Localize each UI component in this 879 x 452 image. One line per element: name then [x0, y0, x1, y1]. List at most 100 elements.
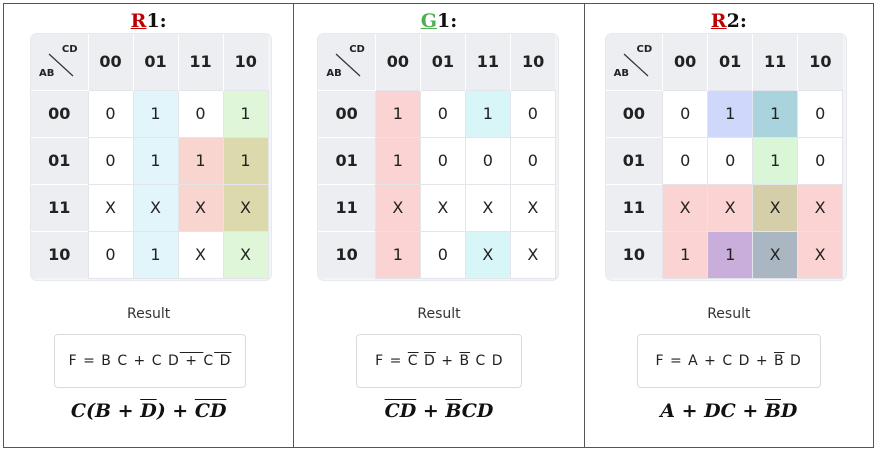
- column-header: 00: [87, 34, 133, 90]
- kmap-cell: 0: [177, 89, 224, 138]
- row-variables-label: AB: [613, 67, 630, 79]
- column-header: 00: [662, 34, 708, 90]
- result-formula-box: F = B C + C D + C D: [54, 334, 246, 388]
- kmap-cell: 1: [222, 89, 269, 138]
- diagonal-divider: [335, 53, 361, 77]
- kmap-cell: 1: [707, 230, 754, 279]
- kmap-cell: X: [374, 183, 421, 232]
- kmap-corner: CD AB: [605, 34, 663, 90]
- title-letter: G: [420, 10, 437, 32]
- formula-segment: D: [424, 353, 436, 369]
- kmap-cell: 1: [464, 89, 511, 138]
- kmap-cell: 1: [752, 136, 799, 185]
- kmap-cell: X: [464, 230, 511, 279]
- column-header: 10: [797, 34, 843, 90]
- column-header: 10: [509, 34, 556, 90]
- kmap-cell: 0: [87, 136, 134, 185]
- row-header: 11: [605, 183, 663, 231]
- formula-segment: D: [214, 353, 232, 369]
- formula-segment: C: [203, 353, 215, 369]
- kmap-cell: 0: [707, 136, 754, 185]
- kmap-cell: 1: [662, 230, 709, 279]
- row-header: 10: [31, 230, 88, 278]
- expression-segment: B: [764, 400, 781, 422]
- formula-segment: +: [435, 353, 460, 369]
- column-header: 11: [752, 34, 798, 90]
- row-header: 01: [31, 136, 88, 184]
- formula-segment: B: [774, 353, 785, 369]
- expression-segment: A + DC +: [660, 400, 765, 422]
- column-variables-label: CD: [349, 44, 365, 55]
- row-header: 11: [318, 183, 376, 231]
- formula-segment: D: [784, 353, 802, 369]
- column-variables-label: CD: [636, 44, 653, 55]
- expression-segment: CD: [384, 400, 417, 422]
- kmap-cell: 1: [222, 136, 269, 185]
- kmap-cell: X: [662, 183, 709, 232]
- kmap-cell: 1: [374, 136, 421, 185]
- row-header: 11: [31, 183, 88, 231]
- formula-segment: D: [167, 353, 180, 369]
- formula-segment: F =: [375, 353, 408, 369]
- kmap-cell: 0: [87, 89, 134, 138]
- simplified-expression: CD + BCD: [294, 400, 583, 422]
- kmap-cell: X: [509, 230, 556, 279]
- kmap-cell: X: [797, 230, 844, 279]
- expression-segment: D: [140, 400, 157, 422]
- simplified-expression: C(B + D) + CD: [4, 400, 293, 422]
- kmap-cell: 1: [132, 89, 179, 138]
- kmap-cell: 0: [419, 136, 466, 185]
- kmap-cell: 0: [87, 230, 134, 279]
- kmap-cell: 0: [662, 136, 709, 185]
- title-letter: R: [130, 10, 147, 32]
- simplified-expression: A + DC + BD: [585, 400, 873, 422]
- result-label: Result: [707, 306, 751, 322]
- kmap-cell: X: [509, 183, 556, 232]
- row-variables-label: AB: [326, 67, 342, 79]
- kmap-cell: X: [797, 183, 844, 232]
- kmap-cell: 1: [374, 89, 421, 138]
- kmap-cell: 0: [797, 136, 844, 185]
- formula-segment: B: [459, 353, 471, 369]
- column-variables-label: CD: [61, 44, 78, 55]
- kmap-cell: 0: [509, 136, 556, 185]
- kmap-cell: X: [132, 183, 179, 232]
- title-letter: R: [710, 10, 727, 32]
- column-header: 00: [374, 34, 421, 90]
- column-header: 11: [464, 34, 511, 90]
- result-label: Result: [417, 306, 461, 322]
- kmap-cell: 1: [374, 230, 421, 279]
- column-header: 11: [177, 34, 223, 90]
- expression-segment: B: [445, 400, 462, 422]
- expression-segment: D: [780, 400, 798, 422]
- row-header: 00: [605, 89, 663, 137]
- expression-segment: +: [416, 400, 446, 422]
- kmap-cell: X: [177, 183, 224, 232]
- kmap-cell: 0: [419, 89, 466, 138]
- expression-segment: ) +: [156, 400, 195, 422]
- result-formula-box: F = A + C D + B D: [636, 334, 821, 388]
- column-header: 10: [222, 34, 268, 90]
- expression-segment: CD: [194, 400, 227, 422]
- kmap-cell: 1: [177, 136, 224, 185]
- title-number: 1:: [146, 10, 167, 32]
- kmap-cell: X: [419, 183, 466, 232]
- result-label: Result: [127, 306, 171, 322]
- kmap-cell: 1: [132, 136, 179, 185]
- kmap-cell: 0: [662, 89, 709, 138]
- formula-segment: F = B C + C: [68, 353, 168, 369]
- kmap-cell: X: [222, 183, 269, 232]
- kmap-cell: X: [752, 230, 799, 279]
- result-formula-box: F = C D + B C D: [356, 334, 523, 388]
